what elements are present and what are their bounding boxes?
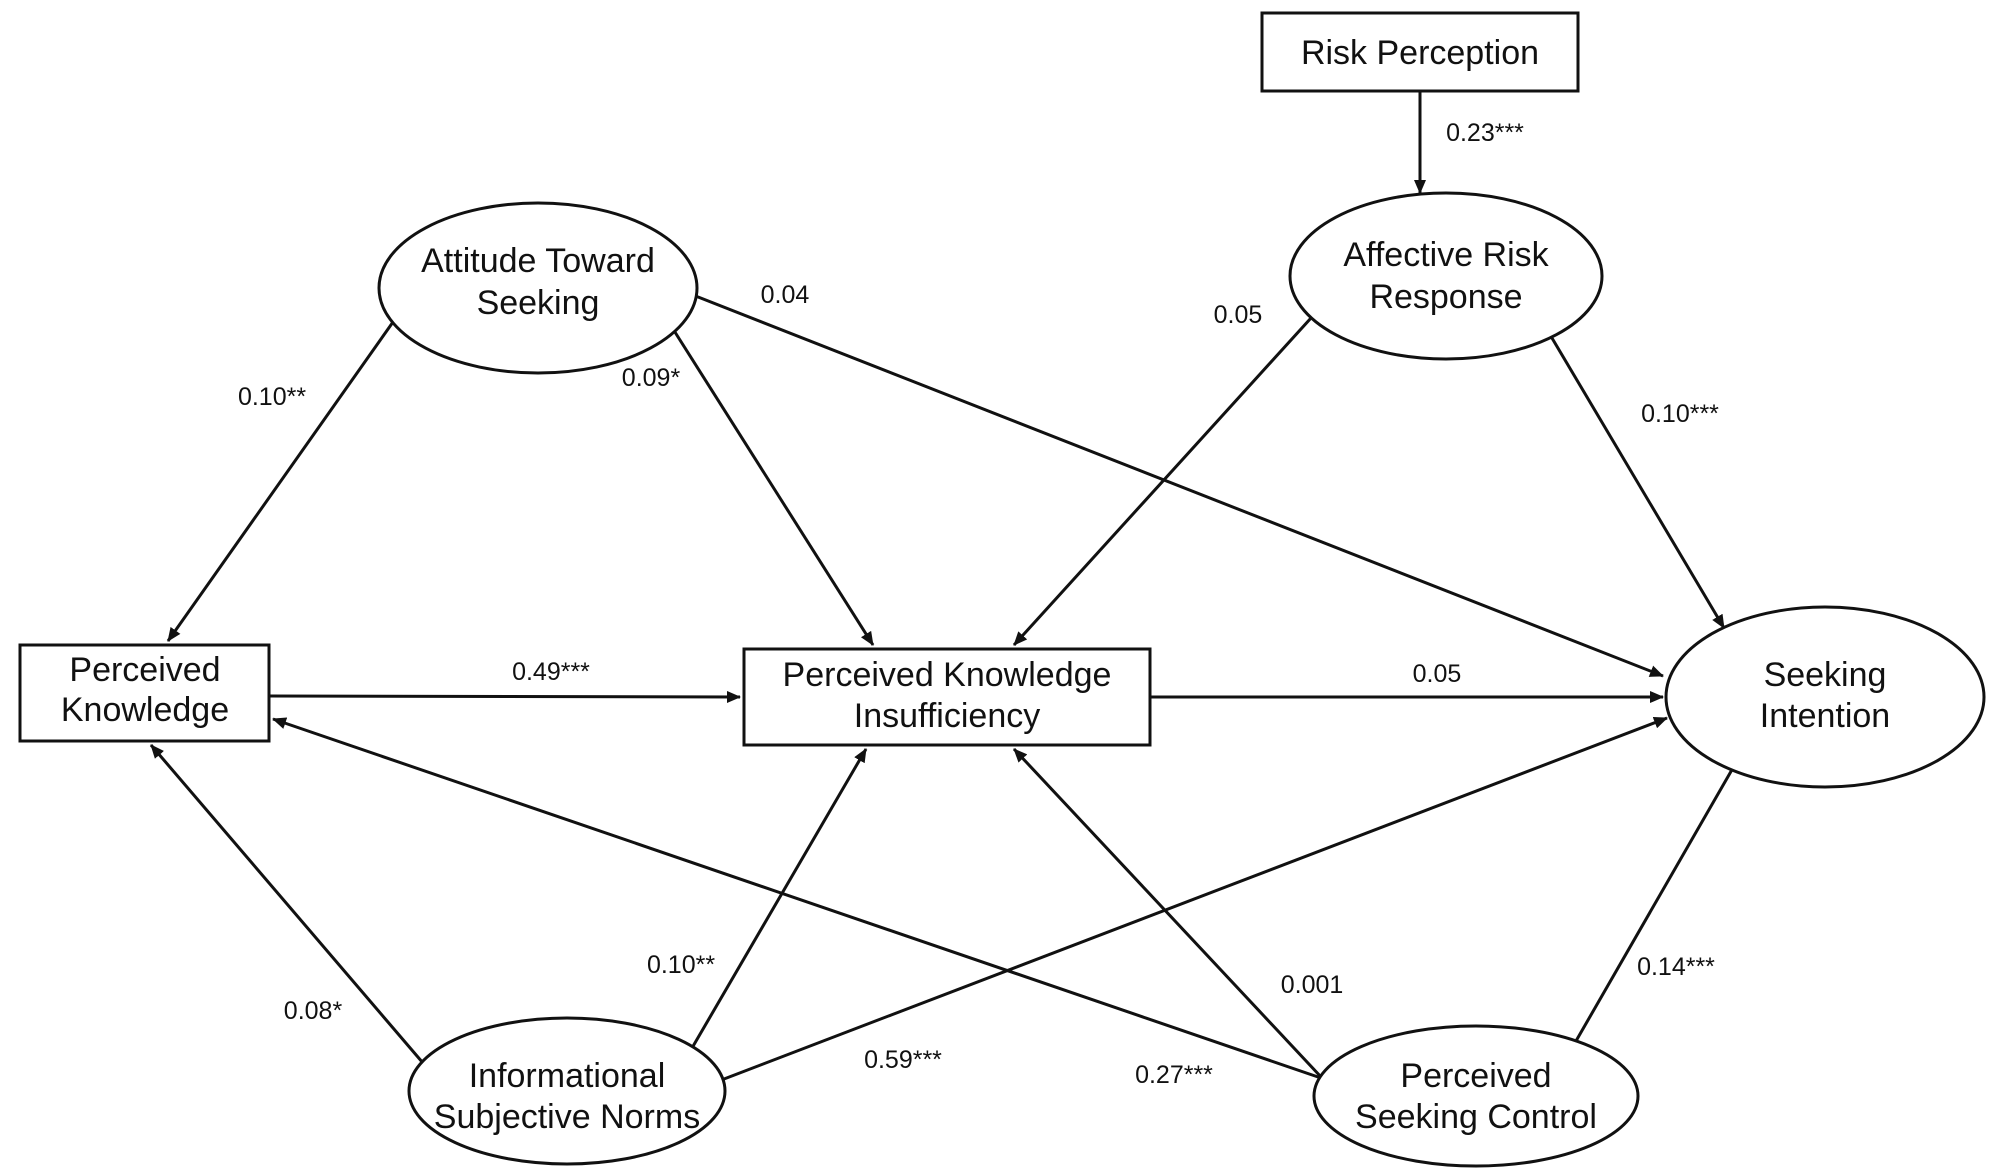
svg-text:Seeking: Seeking [1764,656,1887,694]
svg-text:Perceived: Perceived [1400,1057,1551,1095]
affective-label-line1: Affective Risk [1343,236,1549,274]
node-affective-risk-response: Affective Risk Response [1288,191,1604,361]
svg-text:Knowledge: Knowledge [61,691,229,729]
isn-label-line2: Subjective Norms [434,1098,700,1136]
label-isn-pki: 0.10** [647,951,715,979]
edge-perceived-seeking-control-to-seeking-intention [1574,753,1743,1042]
label-rp-ar: 0.23*** [1446,119,1524,147]
perceived-knowledge-label-line1: Perceived [69,651,220,689]
edge-attitude-to-perceived-knowledge [166,321,395,642]
svg-text:Insufficiency: Insufficiency [854,697,1040,735]
edge-attitude-to-perceived-knowledge-insufficiency [671,328,875,646]
label-pk-pki: 0.49*** [512,658,590,686]
node-seeking-intention: Seeking Intention [1664,605,1986,789]
svg-text:Affective Risk: Affective Risk [1343,236,1549,274]
nodes: Risk Perception Attitude Toward Seeking … [18,11,1986,1168]
edge-informational-subjective-norms-to-perceived-knowledge [149,744,425,1064]
edge-perceived-seeking-control-to-perceived-knowledge-insufficiency [1012,747,1324,1080]
psc-label-line1: Perceived [1400,1057,1551,1095]
pki-label-line1: Perceived Knowledge [783,656,1112,694]
risk-perception-label: Risk Perception [1301,34,1539,72]
svg-text:Subjective Norms: Subjective Norms [434,1098,700,1136]
perceived-knowledge-label-line2: Knowledge [61,691,229,729]
svg-text:Response: Response [1369,278,1522,316]
label-att-pki: 0.09* [622,364,681,392]
node-attitude-toward-seeking: Attitude Toward Seeking [377,201,699,375]
svg-text:Risk Perception: Risk Perception [1301,34,1539,72]
seeking-intention-label-line1: Seeking [1764,656,1887,694]
edge-perceived-seeking-control-to-perceived-knowledge [272,717,1322,1080]
node-perceived-seeking-control: Perceived Seeking Control [1312,1024,1640,1168]
label-isn-pk: 0.08* [284,997,343,1025]
pki-label-line2: Insufficiency [854,697,1040,735]
attitude-label-line1: Attitude Toward [421,242,655,280]
node-risk-perception: Risk Perception [1260,11,1580,93]
svg-text:Perceived: Perceived [69,651,220,689]
psc-label-line2: Seeking Control [1355,1098,1597,1136]
label-att-si: 0.04 [761,281,810,309]
label-isn-si: 0.59*** [864,1046,942,1074]
seeking-intention-label-line2: Intention [1760,697,1890,735]
label-att-pk: 0.10** [238,383,306,411]
svg-text:Attitude Toward: Attitude Toward [421,242,655,280]
edge-labels: 0.23*** 0.10** 0.09* 0.04 0.05 0.10*** 0… [238,119,1719,1089]
label-ar-pki: 0.05 [1214,301,1263,329]
attitude-label-line2: Seeking [477,284,600,322]
node-informational-subjective-norms: Informational Subjective Norms [407,1016,727,1166]
label-psc-pki: 0.001 [1281,971,1344,999]
edge-informational-subjective-norms-to-perceived-knowledge-insufficiency [690,748,868,1049]
edge-perceived-knowledge-to-perceived-knowledge-insufficiency [268,690,741,703]
svg-text:Intention: Intention [1760,697,1890,735]
edge-affective-risk-response-to-seeking-intention [1547,332,1726,629]
edge-attitude-to-seeking-intention [692,293,1664,678]
svg-text:Seeking: Seeking [477,284,600,322]
node-perceived-knowledge-insufficiency: Perceived Knowledge Insufficiency [742,647,1152,747]
node-perceived-knowledge: Perceived Knowledge [18,643,271,743]
svg-text:Perceived Knowledge: Perceived Knowledge [783,656,1112,694]
isn-label-line1: Informational [469,1057,666,1095]
svg-text:Informational: Informational [469,1057,666,1095]
label-pki-si: 0.05 [1413,660,1462,688]
label-psc-pk: 0.27*** [1135,1061,1213,1089]
edge-informational-subjective-norms-to-seeking-intention [723,716,1668,1081]
label-ar-si: 0.10*** [1641,400,1719,428]
affective-label-line2: Response [1369,278,1522,316]
label-psc-si: 0.14*** [1637,953,1715,981]
edge-affective-risk-response-to-perceived-knowledge-insufficiency [1012,316,1313,647]
svg-text:Seeking Control: Seeking Control [1355,1098,1597,1136]
edges [149,91,1743,1081]
